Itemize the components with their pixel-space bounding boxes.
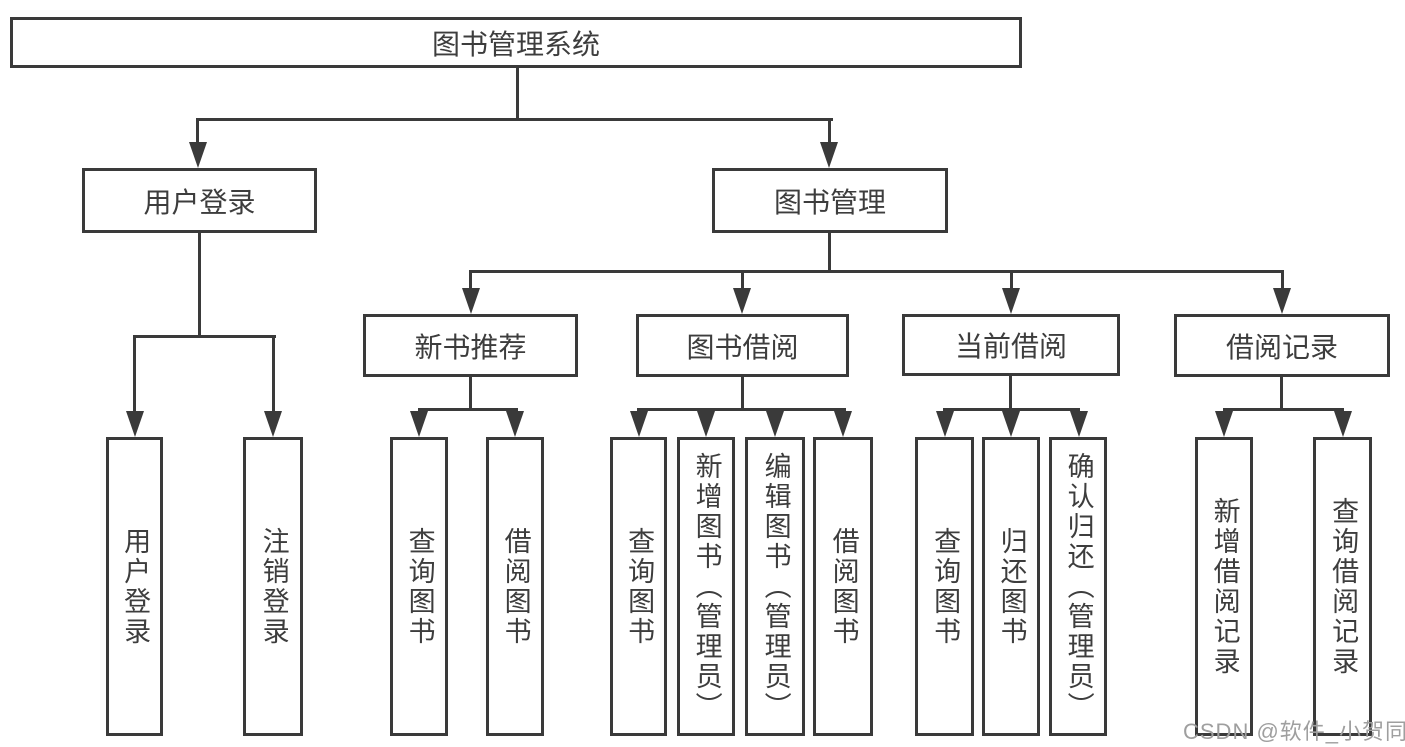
connector-book-drop-2 bbox=[741, 270, 744, 292]
leaf-records-add: 新增借阅记录 bbox=[1195, 437, 1253, 736]
connector-records-stem bbox=[1280, 377, 1283, 410]
node-book-mgmt: 图书管理 bbox=[712, 168, 948, 233]
connector-user-hline bbox=[133, 335, 276, 338]
leaf-newbooks-query: 查询图书 bbox=[390, 437, 448, 736]
arrow-to-book-borrow bbox=[733, 288, 751, 314]
arrow-records-query bbox=[1334, 411, 1352, 437]
arrow-borrow-query bbox=[630, 411, 648, 437]
arrow-current-return bbox=[1002, 411, 1020, 437]
arrow-current-confirm bbox=[1070, 411, 1088, 437]
arrow-records-add bbox=[1215, 411, 1233, 437]
leaf-user-login: 用户登录 bbox=[106, 437, 163, 736]
arrow-borrow-borrow bbox=[834, 411, 852, 437]
connector-book-drop-3 bbox=[1010, 270, 1013, 292]
leaf-records-query: 查询借阅记录 bbox=[1313, 437, 1372, 736]
node-borrow-records: 借阅记录 bbox=[1174, 314, 1390, 377]
connector-book-hline bbox=[469, 270, 1284, 273]
leaf-borrow-borrow: 借阅图书 bbox=[813, 437, 873, 736]
connector-current-stem bbox=[1009, 376, 1012, 410]
leaf-borrow-query: 查询图书 bbox=[610, 437, 667, 736]
node-current-borrow: 当前借阅 bbox=[902, 314, 1120, 376]
arrow-newbooks-query bbox=[410, 411, 428, 437]
node-user-login: 用户登录 bbox=[82, 168, 317, 233]
leaf-logout: 注销登录 bbox=[243, 437, 303, 736]
connector-book-drop-4 bbox=[1281, 270, 1284, 292]
node-new-books: 新书推荐 bbox=[363, 314, 578, 377]
leaf-borrow-add-admin: 新增图书（管理员） bbox=[677, 437, 735, 736]
arrow-to-book-mgmt bbox=[820, 142, 838, 168]
arrow-current-query bbox=[936, 411, 954, 437]
connector-book-stem bbox=[828, 233, 831, 272]
connector-user-drop-2 bbox=[272, 335, 275, 415]
leaf-current-query: 查询图书 bbox=[915, 437, 974, 736]
leaf-current-return: 归还图书 bbox=[982, 437, 1040, 736]
node-library-system: 图书管理系统 bbox=[10, 17, 1022, 68]
csdn-watermark: CSDN @软件_小贺同学 bbox=[1183, 719, 1405, 744]
arrow-to-new-books bbox=[462, 288, 480, 314]
connector-root-drop-right bbox=[828, 118, 831, 146]
connector-borrow-hline bbox=[637, 408, 846, 411]
connector-user-stem bbox=[198, 233, 201, 337]
connector-newbooks-hline bbox=[418, 408, 518, 411]
arrow-to-leaf-login bbox=[126, 411, 144, 437]
connector-root-stem bbox=[516, 68, 519, 120]
arrow-newbooks-borrow bbox=[506, 411, 524, 437]
leaf-current-confirm-admin: 确认归还（管理员） bbox=[1049, 437, 1107, 736]
arrow-to-leaf-logout bbox=[264, 411, 282, 437]
arrow-to-user-login bbox=[189, 142, 207, 168]
connector-root-drop-left bbox=[196, 118, 199, 146]
connector-current-hline bbox=[943, 408, 1080, 411]
arrow-borrow-edit bbox=[766, 411, 784, 437]
leaf-newbooks-borrow: 借阅图书 bbox=[486, 437, 544, 736]
connector-records-hline bbox=[1223, 408, 1344, 411]
connector-book-drop-1 bbox=[469, 270, 472, 292]
node-book-borrow: 图书借阅 bbox=[636, 314, 849, 377]
connector-newbooks-stem bbox=[469, 377, 472, 410]
arrow-borrow-add bbox=[697, 411, 715, 437]
connector-borrow-stem bbox=[741, 377, 744, 410]
connector-user-drop-1 bbox=[133, 335, 136, 415]
connector-root-hline bbox=[196, 118, 833, 121]
leaf-borrow-edit-admin: 编辑图书（管理员） bbox=[745, 437, 805, 736]
arrow-to-current-borrow bbox=[1002, 288, 1020, 314]
arrow-to-borrow-records bbox=[1273, 288, 1291, 314]
